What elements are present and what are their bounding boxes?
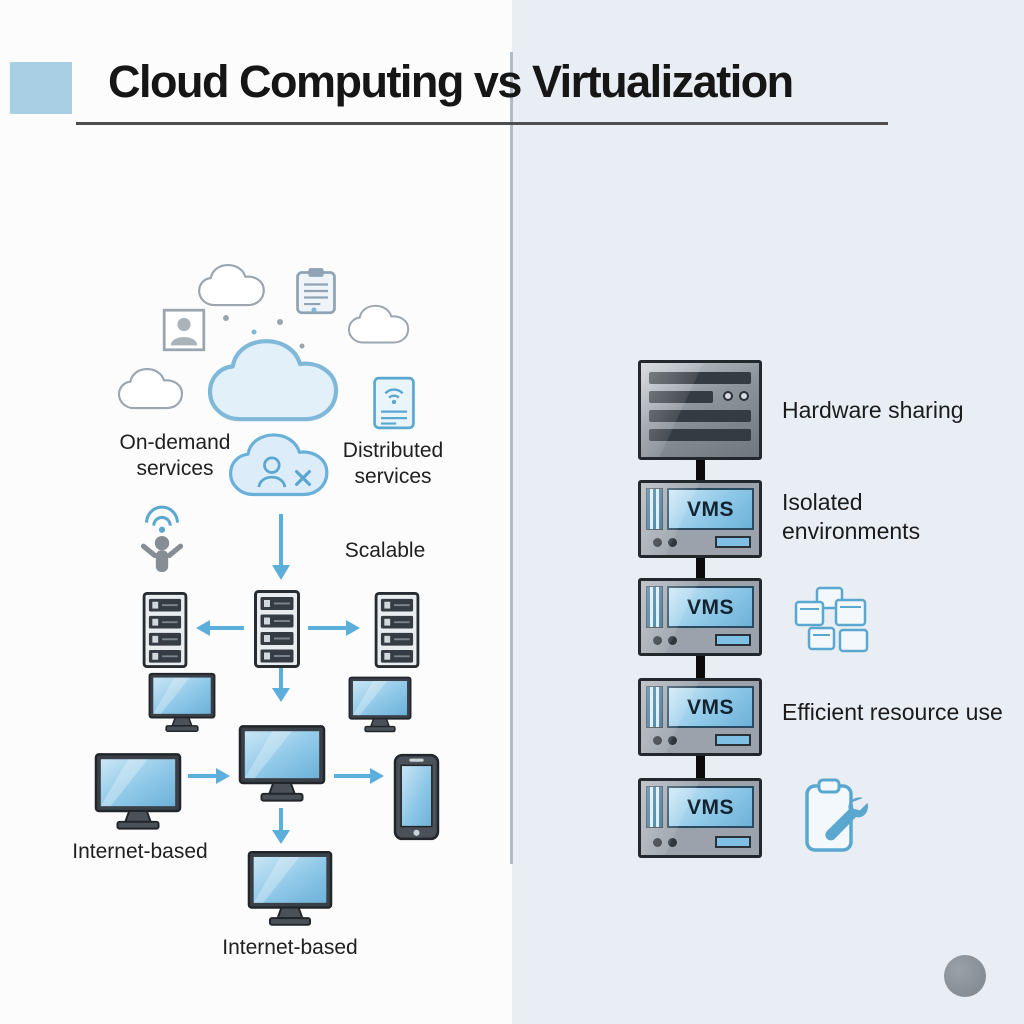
monitor-icon (348, 676, 412, 733)
page-title: Cloud Computing vs Virtualization (108, 56, 794, 107)
stack-connector (696, 750, 705, 782)
label-scalable: Scalable (344, 539, 426, 562)
vm-screen: VMS (667, 686, 754, 728)
flow-arrow-left-icon (194, 618, 246, 638)
monitor-icon (94, 752, 182, 831)
photo-card-icon (162, 308, 206, 352)
monitor-icon (148, 672, 216, 733)
tools-wrench-icon (798, 776, 876, 860)
watermark-badge (944, 955, 986, 997)
label-isolated-environments: Isolated environments (782, 489, 921, 544)
server-rack-icon (142, 592, 188, 668)
vm-server-icon: VMS (638, 480, 762, 558)
cloud-icon (116, 366, 188, 413)
clipboard-icon (294, 266, 338, 316)
vm-screen: VMS (667, 786, 754, 828)
vm-vent-stripes (646, 586, 663, 628)
label-on-demand-services: On-demand services (119, 431, 231, 480)
label-internet-based-left: Internet-based (72, 840, 208, 863)
flow-arrow-down-icon (269, 512, 293, 582)
flow-arrow-down-icon (269, 666, 293, 704)
monitor-icon (238, 724, 326, 803)
server-rack-icon (374, 592, 420, 668)
vm-screen: VMS (667, 488, 754, 530)
cloud-icon (204, 334, 348, 430)
label-efficient-resource-use: Efficient resource use (782, 699, 1003, 725)
stack-connector (696, 552, 705, 582)
vm-server-icon: VMS (638, 778, 762, 858)
hardware-server-icon (638, 360, 762, 460)
cloud-icon (346, 303, 414, 347)
label-internet-based-bottom: Internet-based (222, 936, 358, 959)
vm-label: VMS (686, 595, 734, 619)
vm-server-icon: VMS (638, 678, 762, 756)
server-rack-icon (254, 590, 300, 668)
vm-server-icon: VMS (638, 578, 762, 656)
vm-vent-stripes (646, 488, 663, 530)
document-wifi-icon (372, 376, 416, 430)
flow-arrow-right-icon (306, 618, 362, 638)
label-distributed-services: Distributed services (342, 439, 444, 488)
vm-screen: VMS (667, 586, 754, 628)
title-underline (76, 122, 888, 125)
vm-label: VMS (686, 795, 734, 819)
monitor-icon (247, 850, 333, 927)
flow-arrow-right-icon (186, 766, 232, 786)
broadcast-person-icon (130, 502, 194, 574)
window-stack-icon (790, 584, 884, 658)
flow-arrow-down-icon (269, 806, 293, 846)
vm-vent-stripes (646, 786, 663, 828)
stack-connector (696, 455, 705, 485)
title-accent-block (10, 62, 72, 114)
vm-vent-stripes (646, 686, 663, 728)
vm-label: VMS (686, 497, 734, 521)
flow-arrow-right-icon (332, 766, 386, 786)
center-divider (510, 52, 513, 864)
vm-label: VMS (686, 695, 734, 719)
smartphone-icon (393, 753, 440, 841)
virtualization-panel-background (512, 0, 1024, 1024)
stack-connector (696, 650, 705, 682)
cloud-user-icon (226, 430, 336, 504)
label-hardware-sharing: Hardware sharing (782, 397, 964, 423)
